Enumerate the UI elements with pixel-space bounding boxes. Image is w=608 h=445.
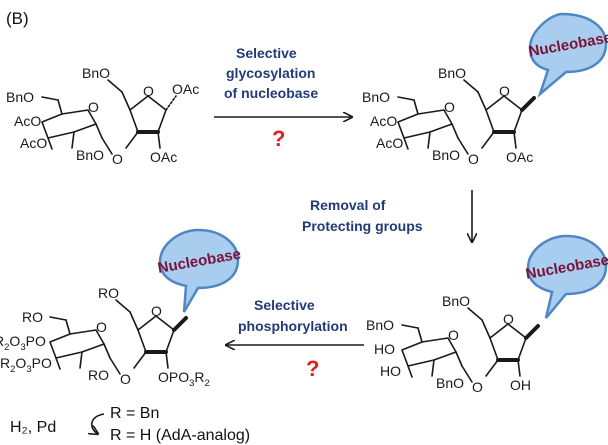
step-phosphorylation-line1: Selective — [254, 297, 315, 313]
group-oac-bottom-2: OAc — [506, 149, 533, 165]
panel-label: (B) — [6, 9, 29, 28]
glycosidic-oxygen: O — [112, 151, 123, 167]
group-oh-bottom: OH — [510, 377, 531, 393]
step-removal-line1: Removal of — [310, 197, 386, 213]
ring-oxygen-furanose-3: O — [503, 311, 514, 327]
group-bno-top: BnO — [82, 65, 110, 81]
group-ro-top: RO — [98, 285, 119, 301]
ring-oxygen-pyranose-4: O — [96, 319, 107, 335]
question-mark-glycosylation: ? — [272, 126, 285, 151]
step-glycosylation-line3: of nucleobase — [224, 85, 318, 101]
group-ro-bottom: RO — [88, 367, 109, 383]
question-mark-phosphorylation: ? — [306, 356, 319, 381]
group-bno-left: BnO — [6, 89, 34, 105]
group-bno-bottom-3: BnO — [436, 375, 464, 391]
curved-arrow-icon — [92, 413, 105, 434]
group-bno-top-2: BnO — [438, 65, 466, 81]
r-equals-bn: R = Bn — [110, 405, 159, 422]
group-bno-bottom: BnO — [76, 147, 104, 163]
ring-oxygen-pyranose: O — [88, 99, 99, 115]
group-aco-4: AcO — [376, 135, 403, 151]
glycosidic-oxygen-4: O — [120, 371, 131, 387]
group-aco-3: AcO — [370, 113, 397, 129]
group-bno-top-3: BnO — [442, 293, 470, 309]
step-removal-line2: Protecting groups — [302, 218, 423, 234]
group-ro-left: RO — [22, 309, 43, 325]
glycosylated-product-structure: BnO BnO AcO AcO BnO OAc O O O — [362, 65, 536, 167]
ring-oxygen-furanose: O — [143, 83, 154, 99]
group-phosphate-1: R2O3PO — [0, 333, 46, 353]
reagent-h2-pd: H₂, Pd — [10, 419, 56, 436]
r-equals-h-adA-analog: R = H (AdA-analog) — [110, 427, 250, 444]
ring-oxygen-furanose-4: O — [151, 303, 162, 319]
ring-oxygen-furanose-2: O — [499, 83, 510, 99]
deprotected-intermediate-structure: BnO BnO HO HO BnO OH O O O — [366, 293, 540, 395]
group-bno-left-2: BnO — [362, 89, 390, 105]
ring-oxygen-pyranose-2: O — [444, 99, 455, 115]
step-phosphorylation-line2: phosphorylation — [238, 318, 348, 334]
group-bno-left-3: BnO — [366, 317, 394, 333]
glycosidic-oxygen-3: O — [472, 379, 483, 395]
glycosidic-oxygen-2: O — [468, 151, 479, 167]
group-aco-1: AcO — [14, 113, 41, 129]
nucleobase-bubble-top: Nucleobase — [527, 12, 608, 98]
nucleobase-bubble-bottom-left: Nucleobase — [156, 228, 242, 313]
starting-material-structure: BnO OAc BnO AcO AcO BnO OAc O O O — [6, 65, 199, 167]
ring-oxygen-pyranose-3: O — [448, 327, 459, 343]
hydrogenolysis-note: H₂, Pd R = Bn R = H (AdA-analog) — [10, 405, 250, 444]
group-phosphate-2: R2O3PO — [0, 355, 52, 375]
group-oac-bottom: OAc — [150, 149, 177, 165]
step-glycosylation-line2: glycosylation — [226, 65, 315, 81]
group-phosphate-3: OPO3R2 — [158, 369, 210, 389]
step-glycosylation-line1: Selective — [236, 45, 297, 61]
nucleobase-bubble-bottom-right: Nucleobase — [524, 234, 608, 319]
group-ho-2: HO — [380, 363, 401, 379]
group-oac-anomeric: OAc — [172, 81, 199, 97]
group-aco-2: AcO — [20, 135, 47, 151]
phosphorylated-product-structure: RO RO R2O3PO R2O3PO RO OPO3R2 O O O — [0, 285, 210, 389]
group-bno-bottom-2: BnO — [432, 147, 460, 163]
group-ho-1: HO — [374, 341, 395, 357]
